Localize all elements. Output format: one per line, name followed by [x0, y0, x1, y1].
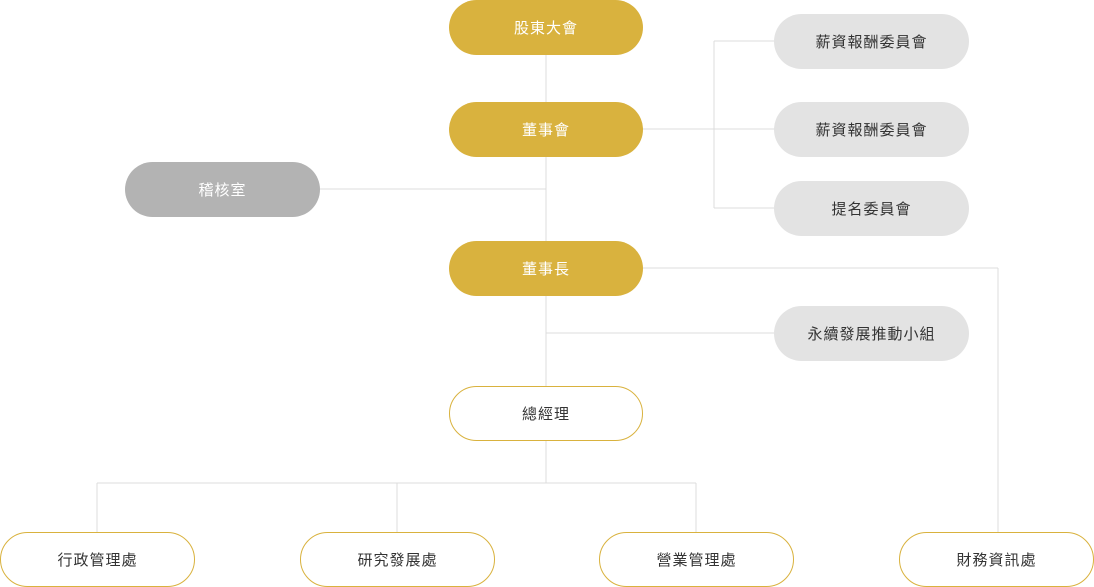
- board-of-directors-node: 董事會: [449, 102, 643, 157]
- committee-label: 薪資報酬委員會: [815, 121, 928, 139]
- administration-dept-node: 行政管理處: [0, 532, 195, 587]
- audit-office-label: 稽核室: [198, 181, 247, 199]
- chairman-node: 董事長: [449, 241, 643, 296]
- committee-label: 薪資報酬委員會: [815, 33, 928, 51]
- shareholders-meeting-label: 股東大會: [513, 19, 578, 37]
- department-label: 營業管理處: [656, 551, 737, 569]
- chairman-label: 董事長: [521, 260, 570, 278]
- remuneration-committee-node: 薪資報酬委員會: [774, 102, 969, 157]
- sustainability-group-node: 永續發展推動小組: [774, 306, 969, 361]
- finance-it-dept-node: 財務資訊處: [899, 532, 1094, 587]
- rnd-dept-node: 研究發展處: [300, 532, 495, 587]
- nomination-committee-node: 提名委員會: [774, 181, 969, 236]
- audit-office-node: 稽核室: [125, 162, 320, 217]
- shareholders-meeting-node: 股東大會: [449, 0, 643, 55]
- department-label: 財務資訊處: [956, 551, 1037, 569]
- general-manager-node: 總經理: [449, 386, 643, 441]
- general-manager-label: 總經理: [521, 405, 570, 423]
- sustainability-group-label: 永續發展推動小組: [807, 325, 936, 343]
- remuneration-committee-node: 薪資報酬委員會: [774, 14, 969, 69]
- board-of-directors-label: 董事會: [521, 121, 570, 139]
- department-label: 行政管理處: [57, 551, 138, 569]
- committee-label: 提名委員會: [831, 200, 912, 218]
- department-label: 研究發展處: [357, 551, 438, 569]
- sales-dept-node: 營業管理處: [599, 532, 794, 587]
